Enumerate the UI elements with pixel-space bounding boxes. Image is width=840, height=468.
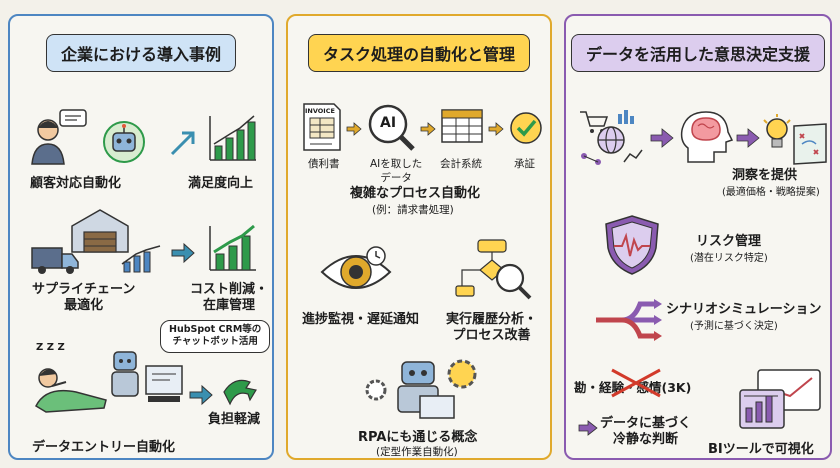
right-arrow-icon-2 <box>189 384 213 406</box>
flow-arrow-icon-1 <box>346 122 362 136</box>
label-satisfaction: 満足度向上 <box>188 176 254 191</box>
label-data-based-line2: 冷静な判断 <box>613 432 679 448</box>
purple-arrow-icon-3 <box>578 420 598 436</box>
label-scenario: シナリオシミュレーション <box>666 302 822 317</box>
label-intuition: 勘・経験・感情(3K) <box>574 380 692 395</box>
label-history-analysis: 実行履歴分析・ プロセス改善 <box>446 312 537 345</box>
invoice-word: INVOICE <box>305 107 335 115</box>
monitoring-eye-icon <box>320 246 392 289</box>
bubble-line2: チャットボット活用 <box>172 336 258 348</box>
step-label-3: 会計系統 <box>440 158 482 170</box>
burden-relief-icon <box>223 379 257 406</box>
label-data-based: データに基づく 冷静な判断 <box>600 416 691 449</box>
label-insight: 洞察を提供 <box>732 168 798 183</box>
supply-chart-icon <box>121 245 161 273</box>
label-complex-process: 複雑なプロセス自動化 <box>350 186 481 201</box>
step-label-2-line1: AIを取した <box>370 158 423 170</box>
label-supply-chain-line1: サプライチェーン <box>32 282 136 297</box>
flow-arrow-icon-2 <box>420 122 436 136</box>
panel-case-studies: 企業における導入事例 顧客対応自動化 満足度向上 <box>8 14 274 460</box>
warehouse-icon <box>71 209 129 253</box>
label-monitoring: 進捗監視・遅延通知 <box>302 312 420 327</box>
label-supply-chain: サプライチェーン 最適化 <box>32 282 135 315</box>
label-complex-example: (例：請求書処理) <box>372 204 454 216</box>
brain-head-icon <box>680 111 734 163</box>
robot-computer-icon <box>111 351 183 402</box>
approval-check-icon <box>510 112 542 144</box>
rpa-robot-gears-icon <box>365 359 477 419</box>
panel-title-case-studies: 企業における導入事例 <box>45 34 237 72</box>
label-supply-chain-line2: 最適化 <box>64 298 104 314</box>
ai-word: AI <box>380 115 397 131</box>
scenario-split-arrows-icon <box>596 299 662 341</box>
risk-shield-icon <box>605 215 659 275</box>
label-customer-service: 顧客対応自動化 <box>30 176 122 191</box>
label-scenario-sub: (予測に基づく決定) <box>690 321 778 332</box>
ai-magnifier-icon <box>368 104 415 151</box>
label-rpa: RPAにも通じる概念 <box>358 430 478 445</box>
step-label-2-line2: データ <box>380 171 412 184</box>
panel-title-task-automation: タスク処理の自動化と管理 <box>307 34 531 72</box>
label-cost-line2: 在庫管理 <box>203 298 256 314</box>
hubspot-bubble: HubSpot CRM等の チャットボット活用 <box>160 320 271 353</box>
label-history-line1: 実行履歴分析・ <box>446 312 538 327</box>
satisfaction-chart-icon <box>209 115 256 161</box>
panel-decision-support: データを活用した意思決定支援 洞察 <box>564 14 832 460</box>
label-risk: リスク管理 <box>696 234 762 249</box>
accounting-sheet-icon <box>441 109 483 143</box>
cost-chart-icon <box>209 224 256 271</box>
purple-arrow-icon-2 <box>736 128 760 148</box>
cross-out-icon <box>611 368 661 398</box>
bubble-line1: HubSpot CRM等の <box>169 324 262 335</box>
step-label-4: 承証 <box>514 158 535 170</box>
panel-task-automation: タスク処理の自動化と管理 INVOICE AI 債利書 AIを取した <box>286 14 552 460</box>
flow-arrow-icon-3 <box>488 122 504 136</box>
label-rpa-sub: (定型作業自動化) <box>376 446 458 458</box>
label-data-based-line1: データに基づく <box>600 416 692 431</box>
label-cost-reduction: コスト削減・ 在庫管理 <box>190 282 268 315</box>
person-chat-icon <box>31 109 87 165</box>
purple-arrow-icon <box>650 128 674 148</box>
bi-dashboard-icon <box>739 369 821 429</box>
label-burden-relief: 負担軽減 <box>208 412 261 427</box>
process-analysis-icon <box>455 239 532 300</box>
trend-up-arrow-icon <box>170 131 195 156</box>
label-risk-sub: (潜在リスク特定) <box>690 253 768 264</box>
panel-title-decision-support: データを活用した意思決定支援 <box>570 34 826 72</box>
insight-bulb-icon <box>763 114 791 148</box>
label-data-entry: データエントリー自動化 <box>32 440 176 455</box>
chatbot-robot-icon <box>103 121 145 163</box>
relaxing-person-icon <box>35 368 107 413</box>
truck-icon <box>31 247 79 274</box>
label-insight-sub: (最適価格・戦略提案) <box>722 187 820 198</box>
right-arrow-icon <box>171 242 195 264</box>
label-bi-tools: BIツールで可視化 <box>708 442 814 457</box>
label-history-line2: プロセス改善 <box>452 328 531 344</box>
step-label-2: AIを取した データ <box>370 158 422 185</box>
label-cost-line1: コスト削減・ <box>190 282 269 297</box>
invoice-icon <box>303 103 341 151</box>
step-label-1: 債利書 <box>308 158 340 170</box>
strategy-map-icon <box>793 123 827 165</box>
data-sources-icon <box>580 110 643 165</box>
zzz-text: Z Z Z <box>36 342 65 353</box>
